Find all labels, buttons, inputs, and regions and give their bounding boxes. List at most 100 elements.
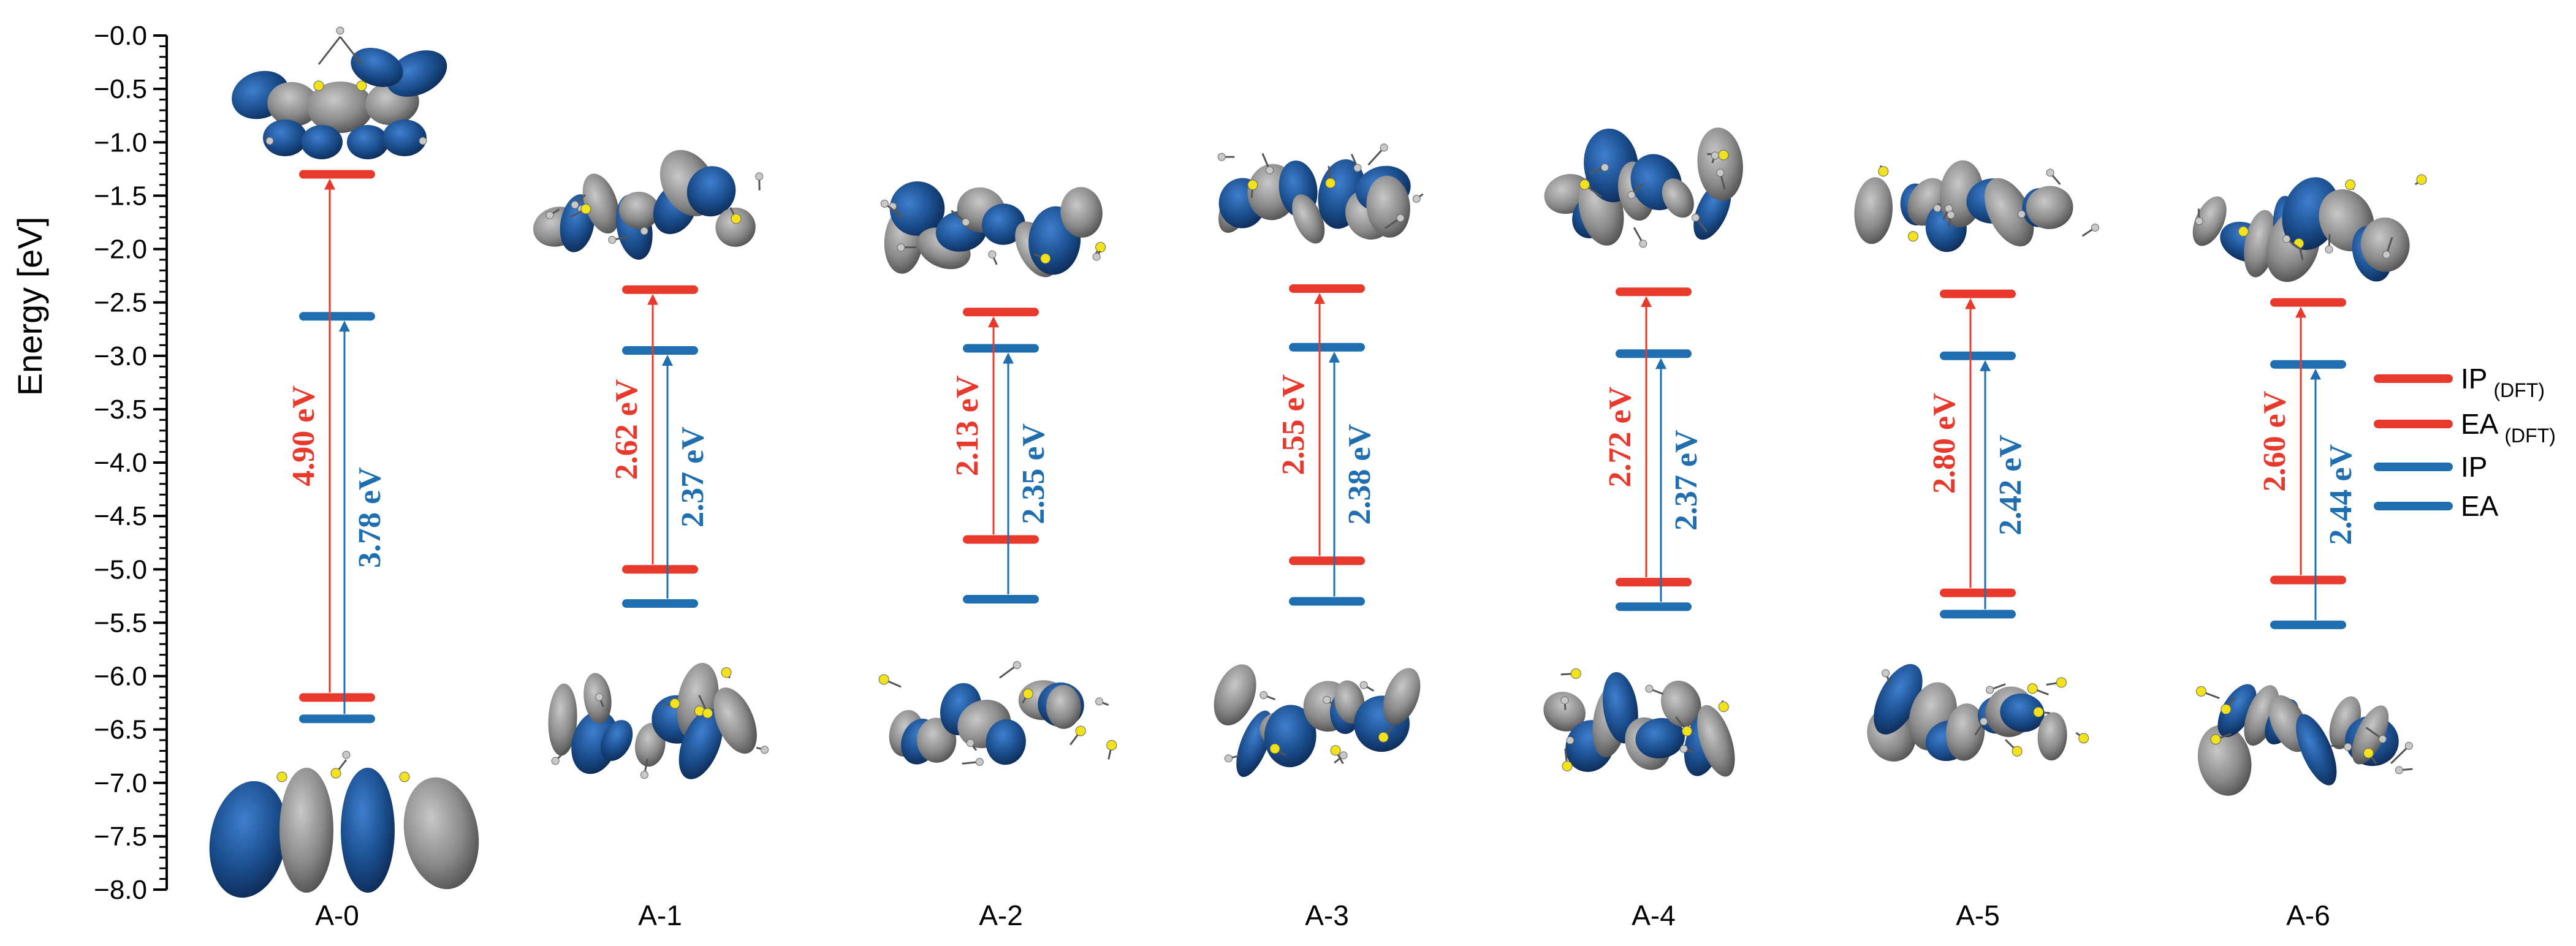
gap-label-dft: 4.90 eV	[286, 385, 321, 486]
hydrogen-atom-icon	[265, 137, 274, 145]
orbital-lobe-blue	[678, 708, 723, 779]
y-tick-label: −1.0	[94, 127, 147, 157]
orbital-lobe-blue	[982, 203, 1025, 245]
sulfur-atom-icon	[1718, 149, 1729, 161]
orbital-lobe-gray	[2352, 705, 2389, 765]
energy-levels	[299, 170, 2346, 724]
orbital-lobe-gray	[713, 687, 757, 754]
sulfur-atom-icon	[2221, 704, 2232, 715]
sulfur-atom-icon	[2345, 180, 2356, 191]
orbital-lobe-gray	[279, 768, 333, 893]
hydrogen-atom-icon	[2378, 735, 2387, 743]
sulfur-atom-icon	[2027, 683, 2038, 694]
gap-label-dft: 2.80 eV	[1927, 393, 1962, 494]
orbital-lobe-gray	[2360, 217, 2410, 272]
hydrogen-atom-icon	[2382, 251, 2391, 259]
hydrogen-atom-icon	[1396, 214, 1405, 222]
hydrogen-atom-icon	[975, 757, 984, 766]
hydrogen-atom-icon	[2404, 741, 2413, 750]
hydrogen-atom-icon	[1716, 168, 1725, 177]
orbital-homo-render-a-2	[878, 661, 1117, 766]
orbital-lobe-gray	[618, 191, 660, 229]
hydrogen-atom-icon	[640, 227, 648, 235]
a0-lumo-render	[232, 26, 447, 159]
sulfur-atom-icon	[731, 213, 742, 224]
gap-label: 2.42 eV	[1993, 434, 2028, 535]
hydrogen-atom-icon	[1980, 717, 1988, 726]
molecule-bond	[317, 36, 341, 65]
orbital-homo-render-a-3	[1214, 664, 1421, 778]
orbital-homo-render-a-1	[548, 662, 769, 779]
orbital-lobe-gray	[1214, 664, 1256, 725]
y-tick-label: −8.0	[94, 875, 147, 905]
y-tick-label: −2.5	[94, 288, 147, 318]
hydrogen-atom-icon	[1323, 695, 1331, 704]
sulfur-atom-icon	[276, 771, 287, 782]
orbital-lobe-gray	[548, 683, 577, 756]
hydrogen-atom-icon	[1560, 696, 1569, 705]
hydrogen-atom-icon	[962, 218, 970, 227]
orbital-lobe-blue	[1874, 664, 1923, 735]
sulfur-atom-icon	[356, 80, 367, 91]
hydrogen-atom-icon	[1882, 669, 1890, 678]
legend-entry: IP	[2461, 451, 2487, 483]
hydrogen-atom-icon	[1947, 211, 1955, 219]
hydrogen-atom-icon	[1260, 691, 1268, 700]
orbital-lobe-gray	[1697, 127, 1743, 201]
orbital-lobe-gray	[1854, 177, 1893, 244]
orbital-lumo-render-a-3	[1217, 143, 1424, 244]
orbital-lobe-gray	[403, 777, 479, 890]
orbital-homo-render-a-5	[1867, 664, 2089, 762]
y-tick-label: −5.5	[94, 608, 147, 638]
hydrogen-atom-icon	[761, 746, 769, 754]
hydrogen-atom-icon	[1265, 166, 1274, 175]
sulfur-atom-icon	[1330, 745, 1341, 756]
gap-label: 2.38 eV	[1342, 424, 1377, 525]
orbital-lobe-blue	[263, 119, 307, 156]
y-tick-label: −4.0	[94, 448, 147, 478]
hydrogen-atom-icon	[571, 200, 579, 209]
y-tick-label: −3.0	[94, 341, 147, 371]
orbital-lobe-blue	[386, 50, 447, 97]
sulfur-atom-icon	[2033, 706, 2044, 717]
y-tick-label: −7.5	[94, 822, 147, 852]
orbital-lobe-gray	[1662, 178, 1694, 218]
category-label: A-2	[979, 899, 1023, 931]
hydrogen-atom-icon	[1339, 751, 1348, 760]
orbital-lobe-gray	[2192, 196, 2227, 246]
sulfur-atom-icon	[1106, 740, 1117, 751]
gap-label: 2.37 eV	[1669, 429, 1704, 531]
orbital-lobe-gray	[1660, 680, 1701, 727]
orbital-lobe-gray	[1945, 703, 1985, 761]
orbital-lumo-render-a-6	[2192, 174, 2427, 282]
hydrogen-atom-icon	[2017, 210, 2026, 219]
sulfur-atom-icon	[399, 771, 410, 782]
y-tick-label: −1.5	[94, 181, 147, 211]
y-tick-label: −0.5	[94, 74, 147, 104]
gap-arrows	[324, 178, 2321, 714]
orbital-lobe-blue	[341, 768, 395, 893]
y-tick-label: −6.5	[94, 715, 147, 745]
hydrogen-atom-icon	[595, 693, 604, 702]
hydrogen-atom-icon	[1359, 681, 1368, 689]
orbital-lobe-gray	[2037, 712, 2067, 761]
orbital-lobe-blue	[301, 125, 343, 159]
hydrogen-atom-icon	[880, 199, 889, 208]
orbital-lobe-gray	[267, 81, 319, 127]
hydrogen-atom-icon	[897, 243, 905, 252]
orbital-lobe-blue	[1635, 717, 1685, 759]
hydrogen-atom-icon	[2195, 217, 2203, 225]
a0-homo-render	[209, 751, 479, 898]
sulfur-atom-icon	[2416, 174, 2427, 185]
sulfur-atom-icon	[2195, 686, 2206, 697]
sulfur-atom-icon	[1378, 732, 1389, 743]
orbital-lobe-blue	[2217, 684, 2257, 738]
orbital-lobe-blue	[686, 166, 736, 217]
y-tick-label: −6.0	[94, 662, 147, 692]
sulfur-atom-icon	[721, 667, 732, 678]
gap-label-dft: 2.55 eV	[1276, 374, 1311, 475]
hydrogen-atom-icon	[2046, 168, 2054, 177]
